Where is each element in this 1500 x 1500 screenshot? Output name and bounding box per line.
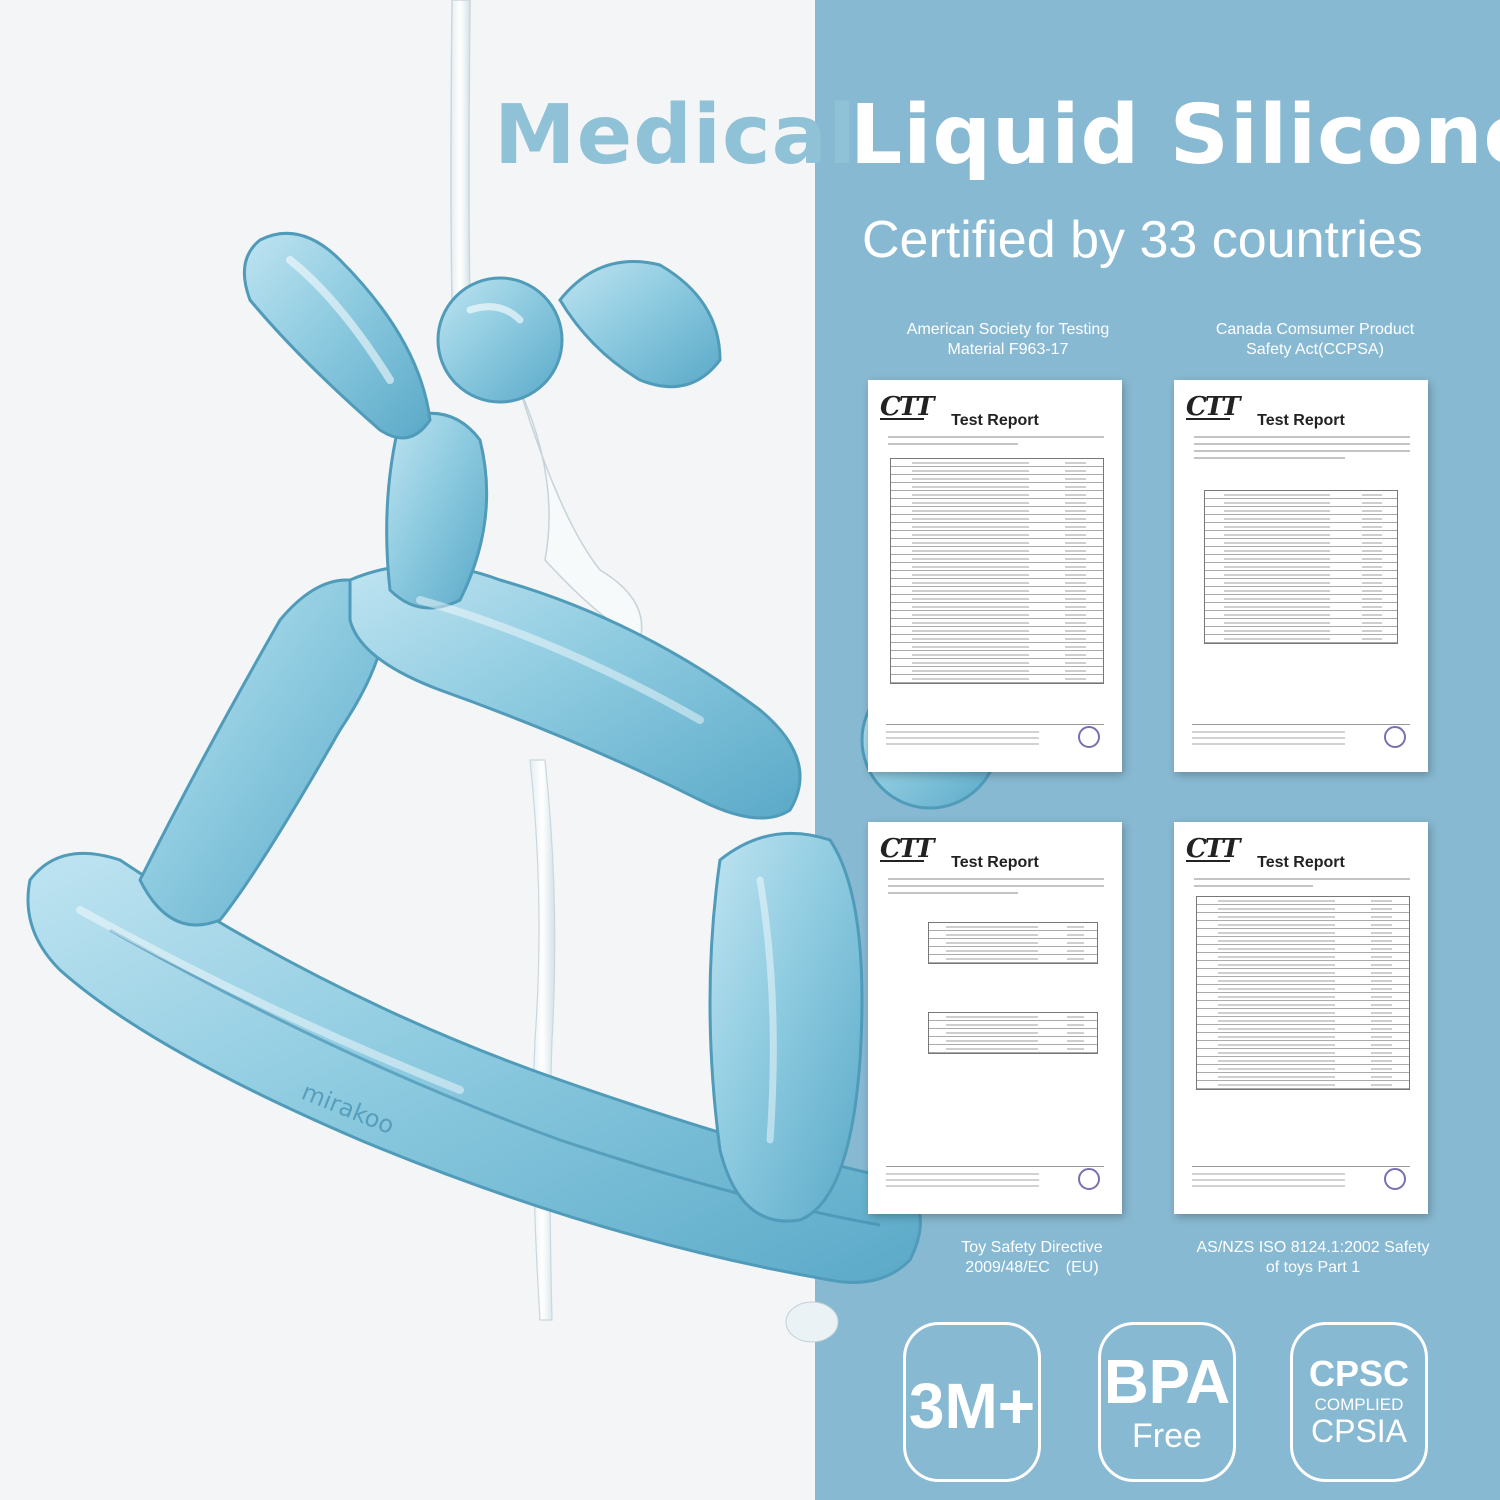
headline-medical: Medical (494, 88, 858, 183)
doc-title: Test Report (1257, 854, 1345, 871)
caption-line: Toy Safety Directive (961, 1239, 1103, 1256)
caption-line: Canada Comsumer Product (1215, 321, 1415, 338)
doc-title: Test Report (951, 412, 1039, 429)
ctt-logo: CTT (880, 834, 934, 864)
caption-line: AS/NZS ISO 8124.1:2002 Safety (1196, 1239, 1430, 1256)
ctt-logo: CTT (1186, 392, 1240, 422)
test-report-asnzs: CTT Test Report (1174, 822, 1428, 1214)
caption-line: American Society for Testing (906, 321, 1110, 338)
test-report-ccpsa: CTT Test Report (1174, 380, 1428, 772)
badge-3m: 3M+ (903, 1322, 1041, 1482)
badge-cpsia-text: CPSIA (1310, 1413, 1408, 1449)
badge-cpsc-cpsia: CPSC COMPLIED CPSIA (1290, 1322, 1428, 1482)
test-report-eu: CTT Test Report (868, 822, 1122, 1214)
doc-title: Test Report (951, 854, 1039, 871)
test-report-astm: CTT Test Report (868, 380, 1122, 772)
certificate-caption-astm: American Society for Testing Material F9… (858, 320, 1158, 360)
certificate-caption-ccpsa: Canada Comsumer Product Safety Act(CCPSA… (1165, 320, 1465, 360)
badge-3m-text: 3M+ (908, 1370, 1036, 1442)
badge-bpa-text: BPA (1103, 1348, 1231, 1417)
doc-title: Test Report (1257, 412, 1345, 429)
badge-complied-text: COMPLIED (1314, 1395, 1404, 1414)
caption-line: 2009/48/EC (EU) (965, 1259, 1099, 1276)
badge-cpsc-text: CPSC (1308, 1353, 1410, 1394)
ctt-logo: CTT (1186, 834, 1240, 864)
certificate-caption-eu: Toy Safety Directive 2009/48/EC (EU) (882, 1238, 1182, 1278)
caption-line: of toys Part 1 (1265, 1259, 1361, 1276)
seal-icon (1078, 726, 1100, 748)
seal-icon (1384, 1168, 1406, 1190)
caption-line: Safety Act(CCPSA) (1246, 341, 1384, 358)
rocking-horse-teether-image: mirakoo (26, 0, 1000, 1343)
headline-liquid-silicone: Liquid Silicone (850, 88, 1500, 183)
ctt-logo: CTT (880, 392, 934, 422)
badge-free-text: Free (1132, 1417, 1202, 1455)
certificate-caption-asnzs: AS/NZS ISO 8124.1:2002 Safety of toys Pa… (1163, 1238, 1463, 1278)
caption-line: Material F963-17 (947, 341, 1069, 358)
subtitle-certified: Certified by 33 countries (862, 211, 1423, 269)
seal-icon (1078, 1168, 1100, 1190)
badge-bpa-free: BPA Free (1098, 1322, 1236, 1482)
seal-icon (1384, 726, 1406, 748)
